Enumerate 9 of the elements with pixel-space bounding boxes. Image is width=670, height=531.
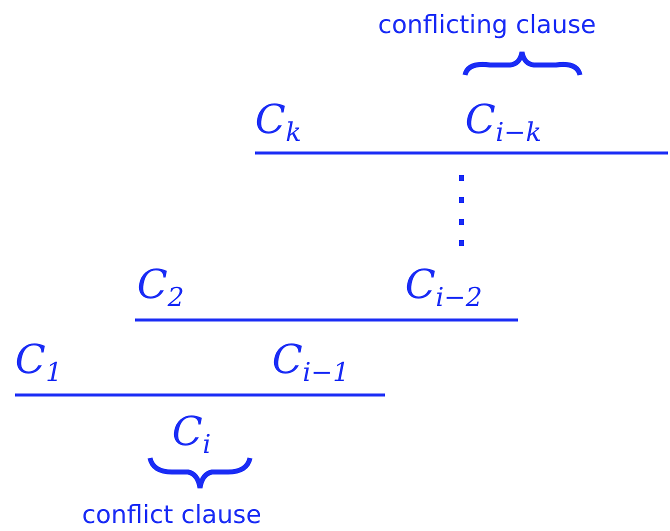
formula-text: C$_{i}$ — [172, 412, 211, 458]
formula-text: C$_{i−2}$ — [405, 265, 482, 311]
formula-text: C$_{k}$ — [255, 100, 302, 146]
formula-text: C$_{i−1}$ — [272, 340, 350, 386]
formula-text: C$_{2}$ — [137, 265, 184, 311]
label-text: conflict clause — [82, 502, 262, 527]
formula-text: C$_{i−k}$ — [465, 100, 542, 146]
label-text: conflicting clause — [378, 12, 596, 37]
formula-text: C$_{1}$ — [15, 340, 62, 386]
